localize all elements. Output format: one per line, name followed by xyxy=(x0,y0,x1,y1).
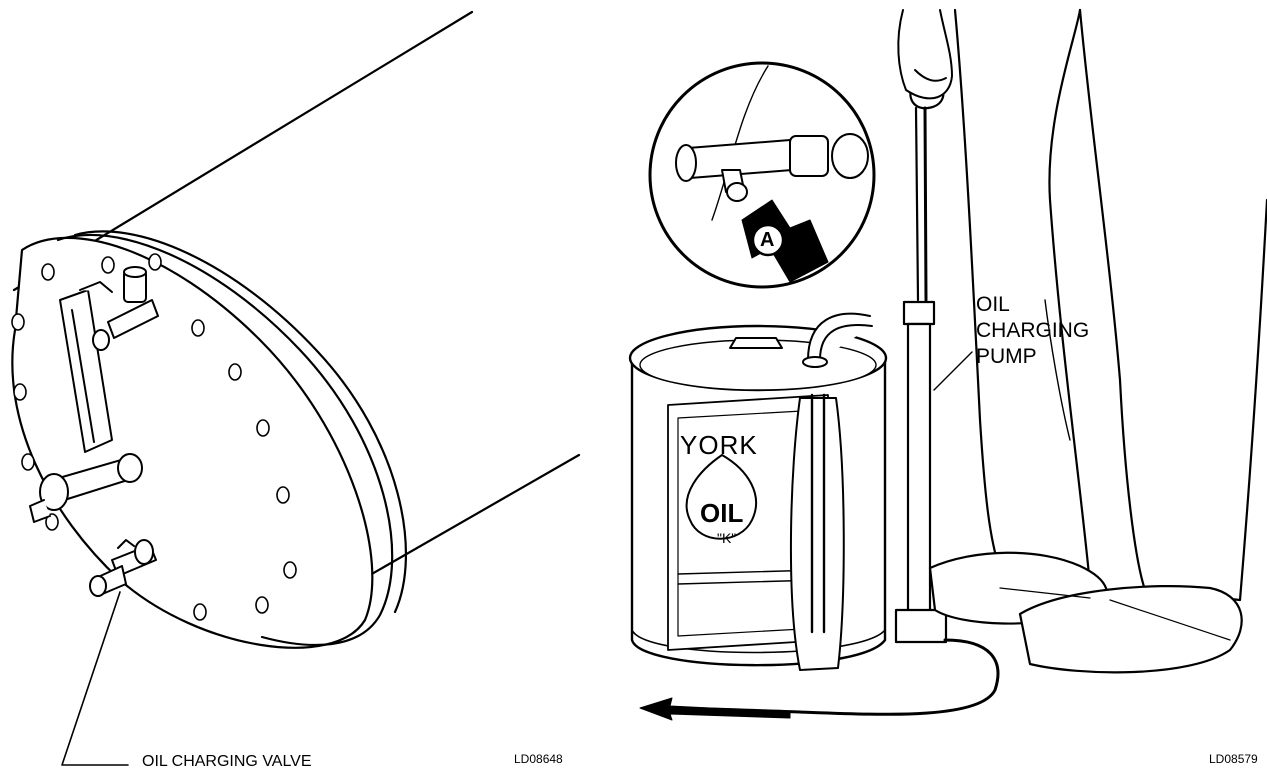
figure-id-right: LD08579 xyxy=(1209,752,1258,766)
hand-on-pump xyxy=(898,10,952,98)
oil-charging-pump-label-line3: PUMP xyxy=(976,344,1037,370)
oil-charging-pump-label-line1: OIL xyxy=(976,292,1010,318)
detail-marker-letter: A xyxy=(760,229,774,252)
can-product-text: OIL xyxy=(700,498,743,529)
detail-circle-a xyxy=(650,63,874,287)
can-grade-text: "K" xyxy=(717,530,736,546)
figure-id-left: LD08648 xyxy=(514,752,563,766)
pump-handle xyxy=(910,80,943,300)
can-brand-text: YORK xyxy=(680,430,758,461)
oil-charging-pump-label-line2: CHARGING xyxy=(976,318,1089,344)
oil-drum xyxy=(630,326,886,665)
oil-separator-vessel xyxy=(12,12,579,648)
oil-charging-valve-label: OIL CHARGING VALVE xyxy=(142,753,312,771)
valve-leader-line xyxy=(62,592,128,765)
return-arrow xyxy=(640,698,790,720)
